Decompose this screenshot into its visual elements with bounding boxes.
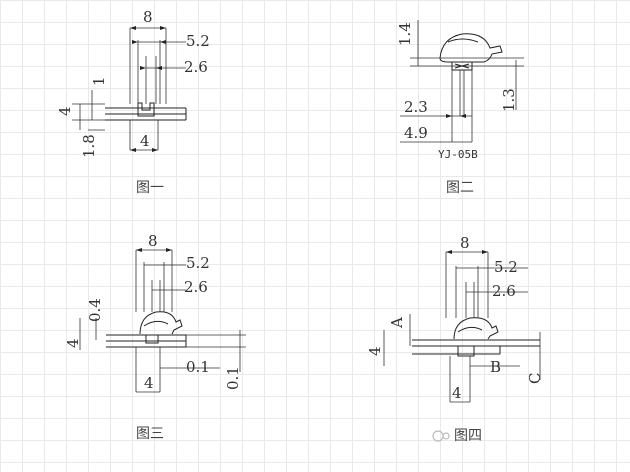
fig3-dimension-lines — [136, 249, 186, 291]
fig3-seal-bulb — [139, 311, 183, 335]
fig4-dim-d: 4 — [366, 346, 384, 356]
fig2-seal-inner — [447, 38, 479, 43]
figure-1: 8 5.2 2.6 1 4 1.8 4 图一 — [56, 8, 210, 196]
fig3-dim-e: 0.1 — [186, 358, 210, 376]
fig1-dim-c: 1 — [90, 76, 108, 86]
fig3-dim-f: 0.1 — [224, 366, 242, 390]
fig4-dim-g: 4 — [452, 384, 462, 402]
fig2-seal-bulb — [439, 33, 503, 63]
fig4-profile-rail — [412, 339, 540, 355]
fig3-dim-g: 4 — [144, 374, 154, 392]
fig3-seal-base — [145, 335, 159, 344]
fig2-baseline — [410, 57, 524, 67]
fig2-vertical-dims — [417, 20, 517, 110]
fig4-dim-f: C — [526, 373, 544, 384]
fig4-lower-dims — [449, 356, 520, 403]
fig1-dim-f: 4 — [140, 132, 150, 150]
fig3-dim-w: 8 — [148, 232, 158, 250]
fig1-caption: 图一 — [136, 180, 164, 196]
fig4-seal-base — [457, 346, 475, 357]
fig1-left-dimension-lines — [72, 90, 105, 131]
fig4-dimension-lines — [446, 251, 528, 293]
fig4-dim-w: 8 — [460, 234, 470, 252]
fig1-lower-extensions — [129, 120, 159, 150]
fig3-seal-inner — [143, 320, 169, 327]
fig1-extension-lines — [129, 28, 167, 104]
fig1-profile-slot — [137, 102, 155, 117]
fig4-seal-inner — [457, 326, 483, 333]
fig3-caption: 图三 — [136, 426, 164, 442]
figure-4: 8 5.2 2.6 A 4 B C 4 图四 — [366, 234, 544, 444]
fig2-model-label: YJ-05B — [438, 148, 478, 161]
fig4-dim-e: B — [490, 358, 501, 376]
fig1-dim-w: 8 — [143, 8, 153, 26]
watermark-logo — [432, 430, 450, 442]
fig2-dim-a: 1.4 — [396, 22, 414, 46]
fig2-extension-lines — [451, 70, 473, 142]
fig4-dim-c: A — [388, 317, 406, 329]
fig2-dim-b: 1.3 — [500, 88, 518, 112]
fig2-dim-d: 4.9 — [404, 124, 428, 142]
fig1-dim-b: 2.6 — [184, 58, 208, 76]
figure-3: 8 5.2 2.6 0.4 4 0.1 0.1 4 图三 — [64, 232, 246, 442]
fig4-caption: 图四 — [454, 428, 482, 444]
fig1-profile-rail — [105, 107, 187, 121]
fig3-lower-dims — [135, 347, 220, 393]
fig1-dim-e: 1.8 — [80, 134, 98, 158]
fig3-side-dims — [79, 318, 246, 372]
fig3-dim-d: 4 — [64, 338, 82, 348]
fig1-dim-d: 4 — [56, 106, 74, 116]
fig3-dim-c: 0.4 — [86, 298, 104, 322]
fig4-extension-lines — [445, 252, 489, 318]
dimension-arrowheads — [130, 26, 488, 254]
figure-2: 1.4 1.3 2.3 4.9 YJ-05B 图二 — [396, 20, 524, 196]
fig4-side-dims — [383, 314, 541, 380]
fig3-extension-lines — [135, 250, 173, 312]
fig4-dim-b: 2.6 — [492, 282, 516, 300]
fig2-dim-c: 2.3 — [404, 98, 428, 116]
fig3-dim-b: 2.6 — [184, 278, 208, 296]
fig3-dim-a: 5.2 — [186, 254, 210, 272]
fig1-dim-a: 5.2 — [186, 32, 210, 50]
fig2-caption: 图二 — [446, 180, 474, 196]
fig4-dim-a: 5.2 — [494, 258, 518, 276]
